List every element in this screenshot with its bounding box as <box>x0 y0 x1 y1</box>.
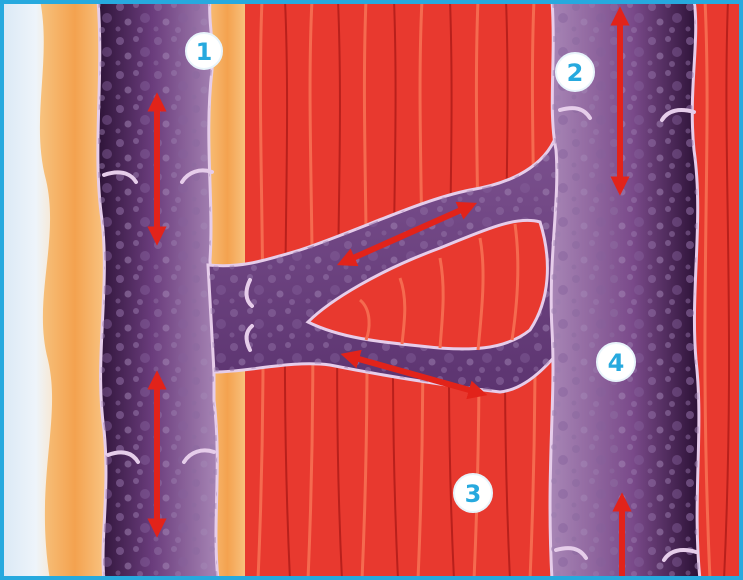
label-3: 3 <box>465 480 482 508</box>
badge-4: 4 <box>597 343 635 381</box>
badge-2: 2 <box>556 53 594 91</box>
badge-3: 3 <box>454 474 492 512</box>
label-4: 4 <box>608 349 625 377</box>
label-1: 1 <box>196 38 213 66</box>
label-2: 2 <box>567 59 584 87</box>
badge-1: 1 <box>186 33 222 69</box>
